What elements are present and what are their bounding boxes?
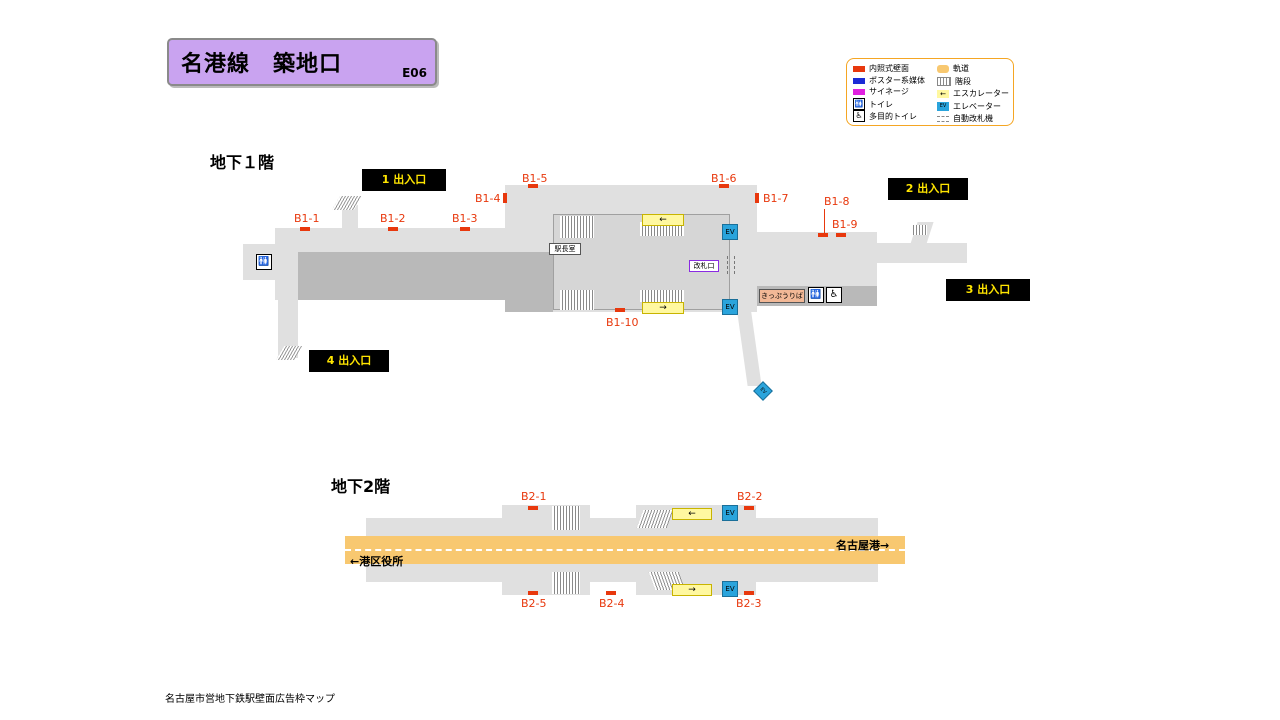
legend-item-signage: サイネージ — [853, 86, 909, 97]
ad-label-b1-1: B1-1 — [294, 212, 320, 225]
b1-central-hall-shade — [505, 252, 553, 312]
ad-label-b1-7: B1-7 — [763, 192, 789, 205]
ad-label-b1-5: B1-5 — [522, 172, 548, 185]
ticket-office: きっぷうりば — [759, 289, 805, 303]
exit-2-label: 2 出入口 — [888, 178, 968, 200]
ad-label-b2-1: B2-1 — [521, 490, 547, 503]
elevator-icon: EV — [722, 581, 738, 597]
ad-marker-b2-2 — [744, 506, 754, 510]
ticket-gate-label: 改札口 — [689, 260, 719, 272]
magenta-swatch-icon — [853, 88, 865, 95]
escalator-icon: → — [642, 302, 684, 314]
legend-item-internal-wall: 内照式壁面 — [853, 63, 909, 74]
escalator-icon: → — [672, 584, 712, 596]
ad-marker-b1-10 — [615, 308, 625, 312]
ad-marker-b2-1 — [528, 506, 538, 510]
ad-marker-b2-3 — [744, 591, 754, 595]
ad-marker-b2-5 — [528, 591, 538, 595]
station-code: E06 — [402, 66, 427, 80]
legend-item-stairs: 階段 — [937, 76, 971, 87]
floor-label-b2: 地下2階 — [331, 477, 391, 496]
legend-item-poster: ポスター系媒体 — [853, 75, 925, 86]
ad-label-b1-10: B1-10 — [606, 316, 639, 329]
station-office: 駅長室 — [549, 243, 581, 255]
blue-swatch-icon — [853, 77, 865, 84]
stairs-icon — [552, 506, 580, 530]
toilet-icon: 🚻 — [853, 98, 865, 110]
escalator-icon: ← — [937, 89, 949, 98]
ad-marker-b2-4 — [606, 591, 616, 595]
ad-label-b2-3: B2-3 — [736, 597, 762, 610]
ad-marker-b1-5 — [528, 184, 538, 188]
stairs-icon — [560, 216, 594, 238]
ad-label-b1-8: B1-8 — [824, 195, 850, 208]
stairs-icon — [552, 572, 580, 594]
legend: 内照式壁面 ポスター系媒体 サイネージ 🚻 トイレ ♿ 多目的トイレ 軌道 階段… — [846, 58, 1014, 126]
ad-label-b1-3: B1-3 — [452, 212, 478, 225]
station-title: 名港線 築地口 — [181, 52, 343, 77]
escalator-icon: ← — [672, 508, 712, 520]
ad-marker-b1-9 — [836, 233, 846, 237]
ad-label-b1-9: B1-9 — [832, 218, 858, 231]
elevator-icon: EV — [722, 224, 738, 240]
stairs-icon — [911, 225, 927, 235]
legend-item-elevator: EV エレベーター — [937, 101, 1001, 112]
ticket-gate-icon — [937, 115, 949, 122]
ad-leader-b1-8 — [824, 209, 825, 233]
b1-exit3-passage — [877, 243, 967, 263]
floor-label-b1: 地下１階 — [210, 153, 275, 172]
toilet-icon: 🚻 — [808, 287, 824, 303]
ticket-gate-icon — [727, 256, 735, 274]
ad-label-b1-4: B1-4 — [475, 192, 501, 205]
stairs-icon — [640, 290, 684, 302]
escalator-icon: ← — [642, 214, 684, 226]
track-icon — [937, 64, 949, 73]
b1-exit4-passage — [278, 298, 298, 358]
legend-item-ticket-gate: 自動改札機 — [937, 113, 993, 124]
ad-marker-b1-8 — [818, 233, 828, 237]
direction-label-west: ←港区役所 — [350, 555, 404, 568]
accessible-toilet-icon: ♿ — [853, 110, 865, 122]
b2-platform-north — [366, 518, 878, 536]
exit-4-label: 4 出入口 — [309, 350, 389, 372]
ad-marker-b1-2 — [388, 227, 398, 231]
stairs-icon — [937, 77, 951, 86]
exit-3-label: 3 出入口 — [946, 279, 1030, 301]
ad-label-b1-2: B1-2 — [380, 212, 406, 225]
ad-marker-b1-6 — [719, 184, 729, 188]
legend-item-accessible-toilet: ♿ 多目的トイレ — [853, 110, 917, 122]
b1-exit1-passage — [342, 205, 358, 230]
ad-marker-b1-3 — [460, 227, 470, 231]
station-title-plate: 名港線 築地口 E06 — [167, 38, 437, 86]
ad-marker-b1-1 — [300, 227, 310, 231]
b1-ev-passage — [736, 306, 762, 386]
legend-item-track: 軌道 — [937, 63, 969, 74]
b1-concourse-west-shade — [298, 252, 505, 300]
ad-marker-b1-4 — [503, 193, 507, 203]
ad-label-b1-6: B1-6 — [711, 172, 737, 185]
footer-caption: 名古屋市営地下鉄駅壁面広告枠マップ — [165, 694, 335, 705]
elevator-icon: EV — [722, 505, 738, 521]
elevator-icon: EV — [937, 102, 949, 111]
legend-item-toilet: 🚻 トイレ — [853, 98, 893, 110]
ad-marker-b1-7 — [755, 193, 759, 203]
b2-platform-south — [366, 564, 878, 582]
legend-item-escalator: ← エスカレーター — [937, 88, 1009, 99]
red-swatch-icon — [853, 65, 865, 72]
accessible-toilet-icon: ♿ — [826, 287, 842, 303]
ad-label-b2-2: B2-2 — [737, 490, 763, 503]
ad-label-b2-5: B2-5 — [521, 597, 547, 610]
ad-label-b2-4: B2-4 — [599, 597, 625, 610]
elevator-icon: EV — [722, 299, 738, 315]
stairs-icon — [560, 290, 594, 310]
direction-label-east: 名古屋港→ — [836, 539, 890, 552]
exit-1-label: 1 出入口 — [362, 169, 446, 191]
track-centerline — [345, 549, 905, 551]
toilet-icon: 🚻 — [256, 254, 272, 270]
